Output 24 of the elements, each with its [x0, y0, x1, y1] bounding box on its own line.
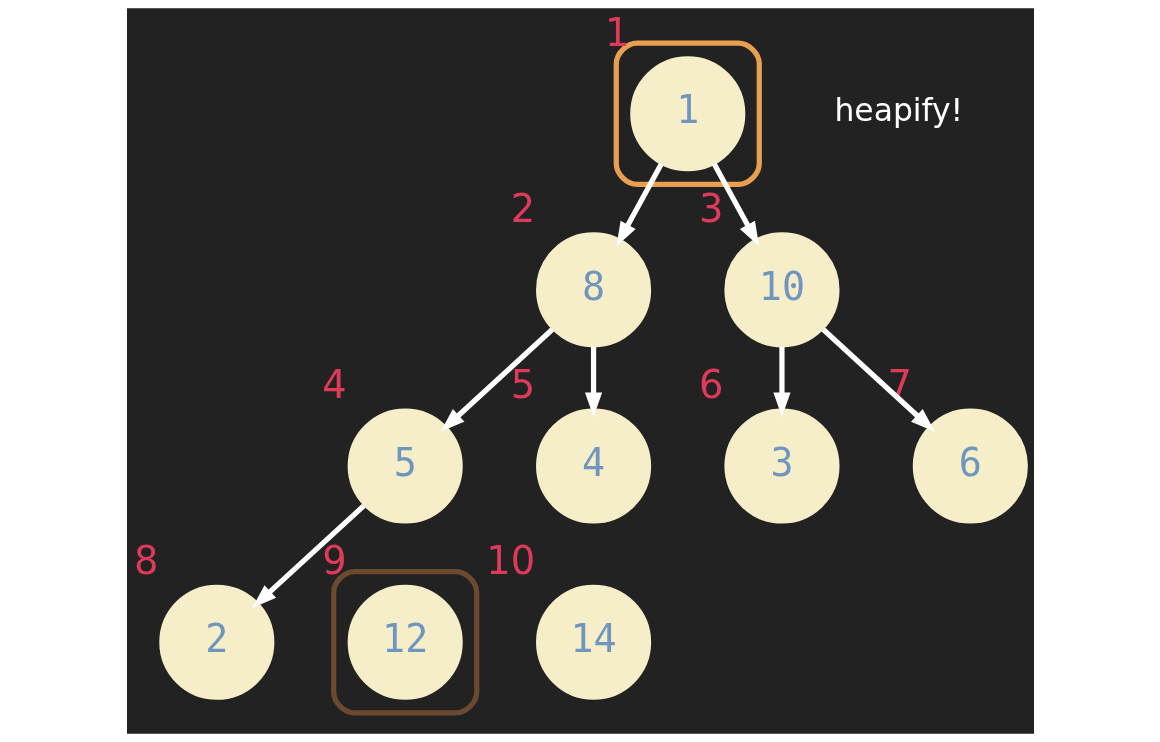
node-label: 6: [698, 362, 724, 408]
arrow: [251, 503, 366, 608]
node-label: 5: [510, 362, 535, 408]
node-circle: 4: [535, 408, 651, 524]
arrow: [440, 327, 554, 432]
node-label: 4: [321, 362, 347, 408]
node-circle: 3: [723, 408, 839, 524]
node-label: 10: [485, 538, 535, 584]
node-circle: 8: [535, 232, 651, 348]
arrow: [772, 346, 791, 418]
node-label: 2: [510, 186, 535, 232]
node-label: 9: [321, 538, 347, 584]
label: heapify!: [833, 92, 963, 129]
arrow: [584, 346, 602, 418]
node-circle: 14: [535, 584, 651, 700]
node-circle: 1: [629, 56, 745, 172]
node-circle: 12: [347, 584, 463, 700]
node-label: 8: [133, 538, 158, 584]
arrow: [615, 162, 664, 247]
node-circle: 10: [723, 232, 839, 348]
arrow: [711, 162, 759, 247]
arrow: [821, 327, 935, 432]
node-label: 1: [604, 9, 629, 55]
node-label: 3: [698, 186, 724, 232]
